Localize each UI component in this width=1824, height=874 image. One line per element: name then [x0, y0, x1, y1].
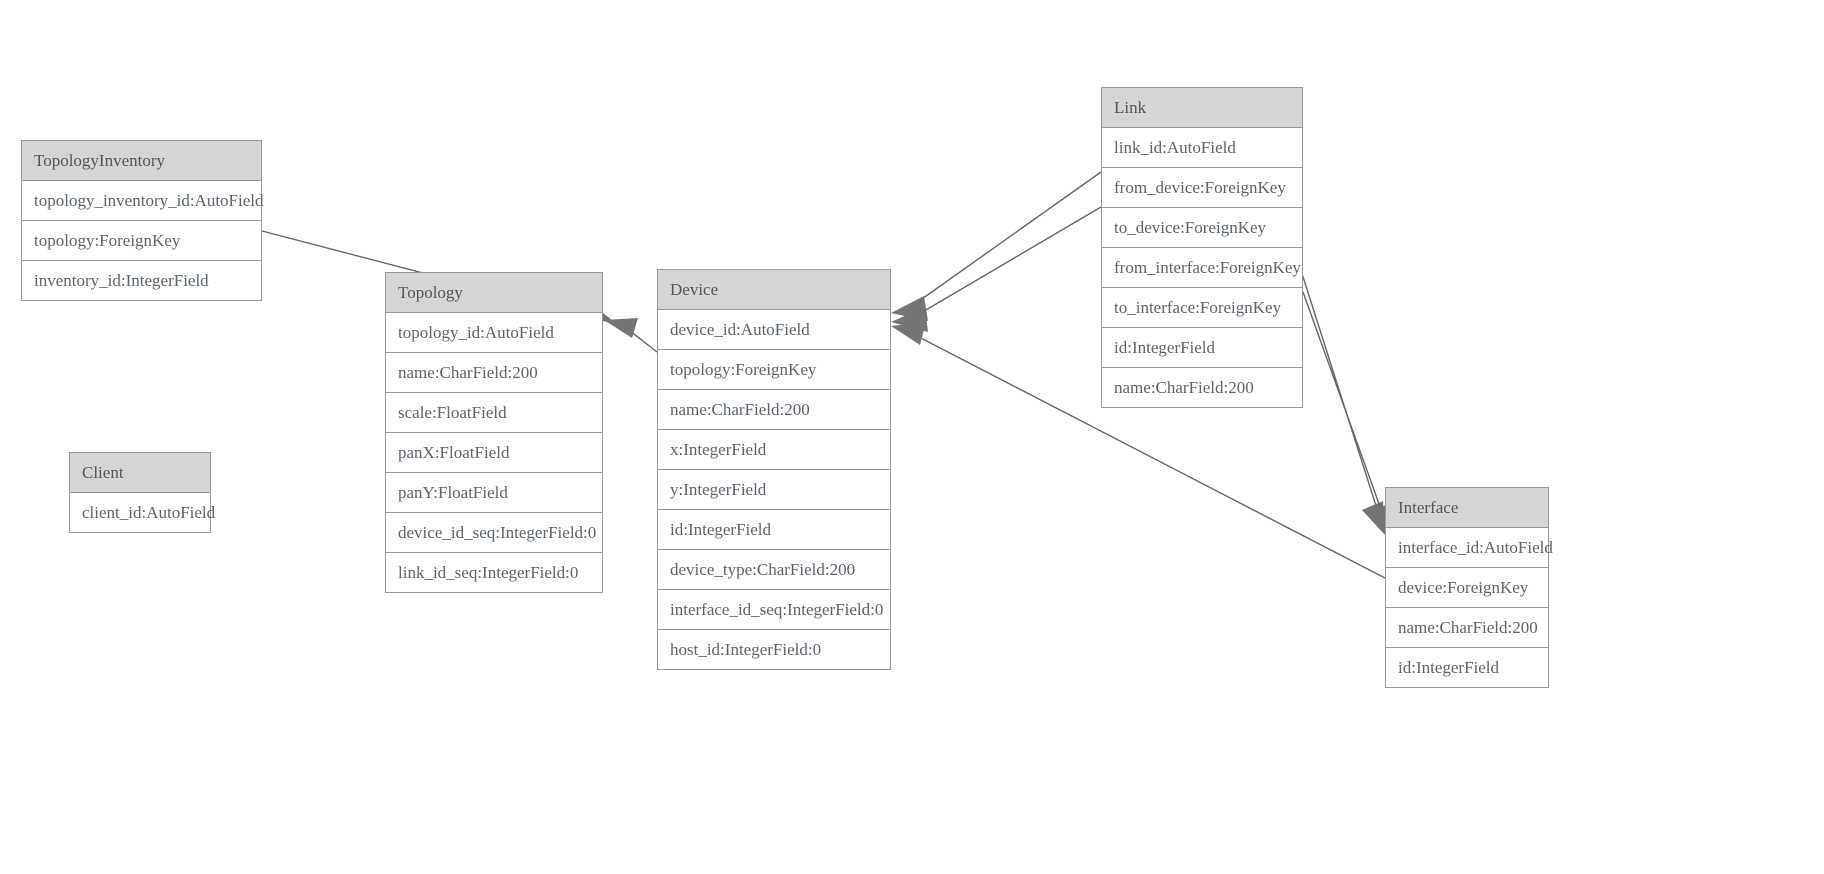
- field-row[interactable]: interface_id_seq:IntegerField:0: [658, 590, 890, 630]
- relation-device-topology: [604, 318, 658, 353]
- entity-title: Interface: [1386, 488, 1548, 528]
- field-row[interactable]: topology:ForeignKey: [22, 221, 261, 261]
- entity-device[interactable]: Device device_id:AutoField topology:Fore…: [657, 269, 891, 670]
- relation-link-tointerface-interface: [1302, 291, 1390, 538]
- field-row[interactable]: device_id_seq:IntegerField:0: [386, 513, 602, 553]
- field-row[interactable]: to_interface:ForeignKey: [1102, 288, 1302, 328]
- field-row[interactable]: client_id:AutoField: [70, 493, 215, 532]
- field-row[interactable]: name:CharField:200: [658, 390, 890, 430]
- entity-title: Client: [70, 453, 210, 493]
- entity-link[interactable]: Link link_id:AutoField from_device:Forei…: [1101, 87, 1303, 408]
- field-row[interactable]: link_id_seq:IntegerField:0: [386, 553, 602, 592]
- field-row[interactable]: id:IntegerField: [658, 510, 890, 550]
- relation-link-frominterface-interface: [1296, 257, 1385, 535]
- field-row[interactable]: name:CharField:200: [386, 353, 602, 393]
- entity-title: Link: [1102, 88, 1302, 128]
- entity-topology-inventory[interactable]: TopologyInventory topology_inventory_id:…: [21, 140, 264, 301]
- field-row[interactable]: id:IntegerField: [1386, 648, 1548, 687]
- field-row[interactable]: interface_id:AutoField: [1386, 528, 1553, 568]
- field-row[interactable]: link_id:AutoField: [1102, 128, 1302, 168]
- field-row[interactable]: name:CharField:200: [1386, 608, 1548, 648]
- field-row[interactable]: topology_id:AutoField: [386, 313, 602, 353]
- field-row[interactable]: device_id:AutoField: [658, 310, 890, 350]
- entity-interface[interactable]: Interface interface_id:AutoField device:…: [1385, 487, 1553, 688]
- field-row[interactable]: from_device:ForeignKey: [1102, 168, 1302, 208]
- field-row[interactable]: host_id:IntegerField:0: [658, 630, 890, 669]
- field-row[interactable]: panY:FloatField: [386, 473, 602, 513]
- field-row[interactable]: topology:ForeignKey: [658, 350, 890, 390]
- field-row[interactable]: name:CharField:200: [1102, 368, 1302, 407]
- field-row[interactable]: panX:FloatField: [386, 433, 602, 473]
- entity-title: Topology: [386, 273, 602, 313]
- entity-title: Device: [658, 270, 890, 310]
- field-row[interactable]: id:IntegerField: [1102, 328, 1302, 368]
- relation-link-fromdevice-device: [891, 171, 1102, 321]
- entity-client[interactable]: Client client_id:AutoField: [69, 452, 215, 533]
- field-row[interactable]: inventory_id:IntegerField: [22, 261, 261, 300]
- field-row[interactable]: y:IntegerField: [658, 470, 890, 510]
- entity-title: TopologyInventory: [22, 141, 261, 181]
- field-row[interactable]: topology_inventory_id:AutoField: [22, 181, 264, 221]
- field-row[interactable]: device:ForeignKey: [1386, 568, 1548, 608]
- field-row[interactable]: device_type:CharField:200: [658, 550, 890, 590]
- field-row[interactable]: x:IntegerField: [658, 430, 890, 470]
- relation-link-todevice-device: [891, 206, 1102, 332]
- field-row[interactable]: to_device:ForeignKey: [1102, 208, 1302, 248]
- entity-topology[interactable]: Topology topology_id:AutoField name:Char…: [385, 272, 603, 593]
- field-row[interactable]: from_interface:ForeignKey: [1102, 248, 1302, 288]
- field-row[interactable]: scale:FloatField: [386, 393, 602, 433]
